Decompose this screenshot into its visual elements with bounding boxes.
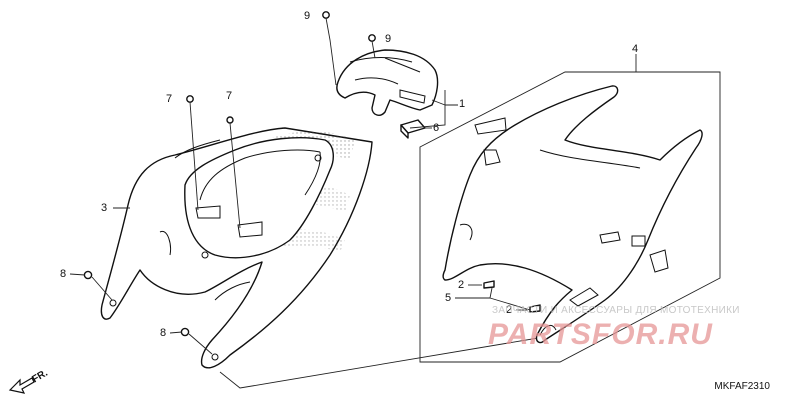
- front-direction-arrow-icon: [8, 377, 35, 394]
- bolt-9-second: [368, 34, 376, 42]
- bolts: [83, 11, 541, 337]
- callout-7-right: 7: [226, 90, 233, 102]
- callout-8-upper: 8: [60, 268, 67, 280]
- callout-2-lower: 2: [506, 304, 513, 316]
- callout-9-top: 9: [304, 10, 311, 22]
- diagram-code: MKFAF2310: [714, 381, 770, 392]
- grommet-8-upper: [83, 270, 93, 280]
- pad-part-6: [400, 119, 426, 139]
- leader-lines: [69, 17, 637, 389]
- bolt-7-left: [186, 95, 194, 103]
- under-cowl-part-4: [442, 85, 703, 344]
- clip-2-upper: [483, 280, 495, 289]
- label-plate: [474, 117, 507, 135]
- callout-5: 5: [445, 292, 452, 304]
- callout-1: 1: [459, 98, 466, 110]
- watermark-logo: PARTSFOR.RU: [488, 318, 713, 351]
- callout-9-second: 9: [385, 33, 392, 45]
- callout-3: 3: [101, 202, 108, 214]
- callout-8-lower: 8: [160, 327, 167, 339]
- bolt-9-top: [322, 11, 330, 19]
- watermark-tagline: ЗАПЧАСТИ И АКСЕССУАРЫ ДЛЯ МОТОТЕХНИКИ: [492, 305, 740, 316]
- clip-2-lower: [529, 304, 541, 313]
- callout-4: 4: [632, 43, 639, 55]
- seat-inner-frame: [184, 136, 334, 259]
- callout-7-left: 7: [166, 93, 173, 105]
- rear-cover-part-1: [336, 49, 439, 116]
- callout-6: 6: [433, 122, 440, 134]
- bolt-7-right: [226, 116, 234, 124]
- grommet-8-lower: [180, 327, 190, 337]
- callout-2-upper: 2: [458, 279, 465, 291]
- part-4-assembly-frame: [419, 71, 721, 363]
